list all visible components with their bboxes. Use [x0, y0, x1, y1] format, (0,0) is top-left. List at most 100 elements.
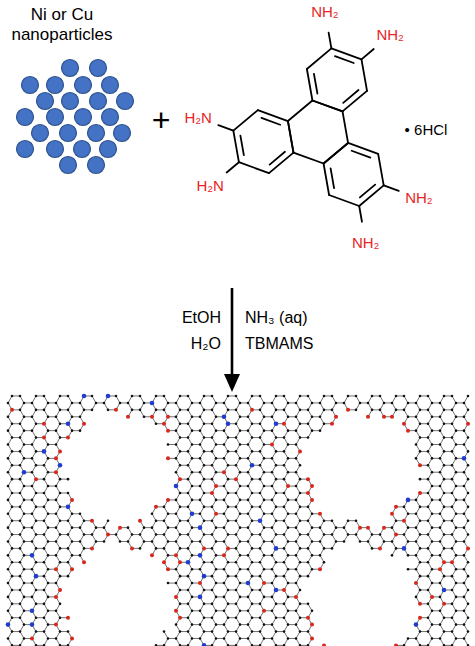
carbon-atom — [155, 409, 158, 412]
carbon-atom — [251, 506, 254, 509]
carbon-atom — [43, 533, 46, 536]
carbon-atom — [467, 533, 470, 536]
chemical-bond — [359, 206, 362, 222]
carbon-atom — [275, 533, 278, 536]
carbon-atom — [331, 409, 334, 412]
carbon-atom — [67, 395, 70, 398]
chemical-bond — [307, 48, 332, 69]
carbon-atom — [431, 526, 434, 529]
carbon-atom — [419, 519, 422, 522]
carbon-atom — [443, 409, 446, 412]
carbon-atom — [239, 429, 242, 432]
carbon-atom — [175, 443, 178, 446]
carbon-atom — [191, 457, 194, 460]
carbon-atom — [7, 443, 10, 446]
carbon-atom — [67, 478, 70, 481]
carbon-atom — [263, 415, 266, 418]
carbon-atom — [203, 506, 206, 509]
carbon-atom — [11, 519, 14, 522]
carbon-atom — [103, 402, 106, 405]
carbon-atom — [7, 540, 10, 543]
carbon-atom — [323, 533, 326, 536]
carbon-atom — [31, 415, 34, 418]
carbon-atom — [247, 471, 250, 474]
chemical-bond — [324, 143, 349, 164]
carbon-atom — [23, 415, 26, 418]
carbon-atom — [287, 512, 290, 515]
carbon-atom — [427, 409, 430, 412]
carbon-atom — [259, 492, 262, 495]
carbon-atom — [235, 436, 238, 439]
carbon-atom — [19, 533, 22, 536]
chemical-bond — [331, 168, 334, 188]
chemical-bond — [258, 110, 288, 121]
carbon-atom — [211, 436, 214, 439]
carbon-atom — [415, 415, 418, 418]
carbon-atom — [439, 512, 442, 515]
carbon-atom — [443, 492, 446, 495]
carbon-atom — [311, 402, 314, 405]
carbon-atom — [211, 533, 214, 536]
carbon-atom — [155, 422, 158, 425]
carbon-atom — [283, 533, 286, 536]
carbon-atom — [287, 499, 290, 502]
carbon-atom — [55, 485, 58, 488]
carbon-atom — [247, 512, 250, 515]
carbon-atom — [47, 485, 50, 488]
nanoparticle — [102, 77, 119, 94]
carbon-atom — [415, 457, 418, 460]
carbon-atom — [35, 506, 38, 509]
carbon-atom — [227, 492, 230, 495]
carbon-atom — [11, 450, 14, 453]
chemical-bond — [307, 69, 313, 101]
carbon-atom — [275, 464, 278, 467]
carbon-atom — [43, 506, 46, 509]
carbon-atom — [323, 422, 326, 425]
chemical-bond — [359, 185, 384, 206]
carbon-atom — [287, 526, 290, 529]
nanoparticle — [88, 157, 105, 174]
carbon-atom — [199, 499, 202, 502]
carbon-atom — [211, 506, 214, 509]
carbon-atom — [131, 533, 134, 536]
carbon-atom — [275, 478, 278, 481]
carbon-atom — [143, 540, 146, 543]
carbon-atom — [211, 464, 214, 467]
carbon-atom — [443, 395, 446, 398]
carbon-atom — [7, 457, 10, 460]
carbon-atom — [71, 526, 74, 529]
carbon-atom — [283, 450, 286, 453]
carbon-atom — [311, 526, 314, 529]
carbon-atom — [455, 485, 458, 488]
carbon-atom — [163, 519, 166, 522]
carbon-atom — [431, 457, 434, 460]
carbon-atom — [287, 443, 290, 446]
chemical-bond — [331, 48, 361, 59]
carbon-atom — [119, 540, 122, 543]
carbon-atom — [47, 402, 50, 405]
carbon-atom — [295, 457, 298, 460]
carbon-atom — [295, 471, 298, 474]
carbon-atom — [347, 519, 350, 522]
carbon-atom — [251, 395, 254, 398]
carbon-atom — [179, 519, 182, 522]
carbon-atom — [415, 429, 418, 432]
carbon-atom — [11, 506, 14, 509]
chemical-bond — [384, 185, 399, 190]
carbon-atom — [43, 409, 46, 412]
carbon-atom — [463, 471, 466, 474]
carbon-atom — [287, 402, 290, 405]
carbon-atom — [451, 519, 454, 522]
chemical-bond — [329, 33, 332, 49]
carbon-atom — [59, 492, 62, 495]
nanoparticle — [117, 93, 134, 110]
carbon-atom — [463, 499, 466, 502]
carbon-atom — [223, 485, 226, 488]
carbon-atom — [223, 443, 226, 446]
carbon-atom — [451, 395, 454, 398]
carbon-atom — [391, 526, 394, 529]
carbon-atom — [71, 512, 74, 515]
carbon-atom — [143, 402, 146, 405]
chemical-bond — [343, 91, 368, 112]
